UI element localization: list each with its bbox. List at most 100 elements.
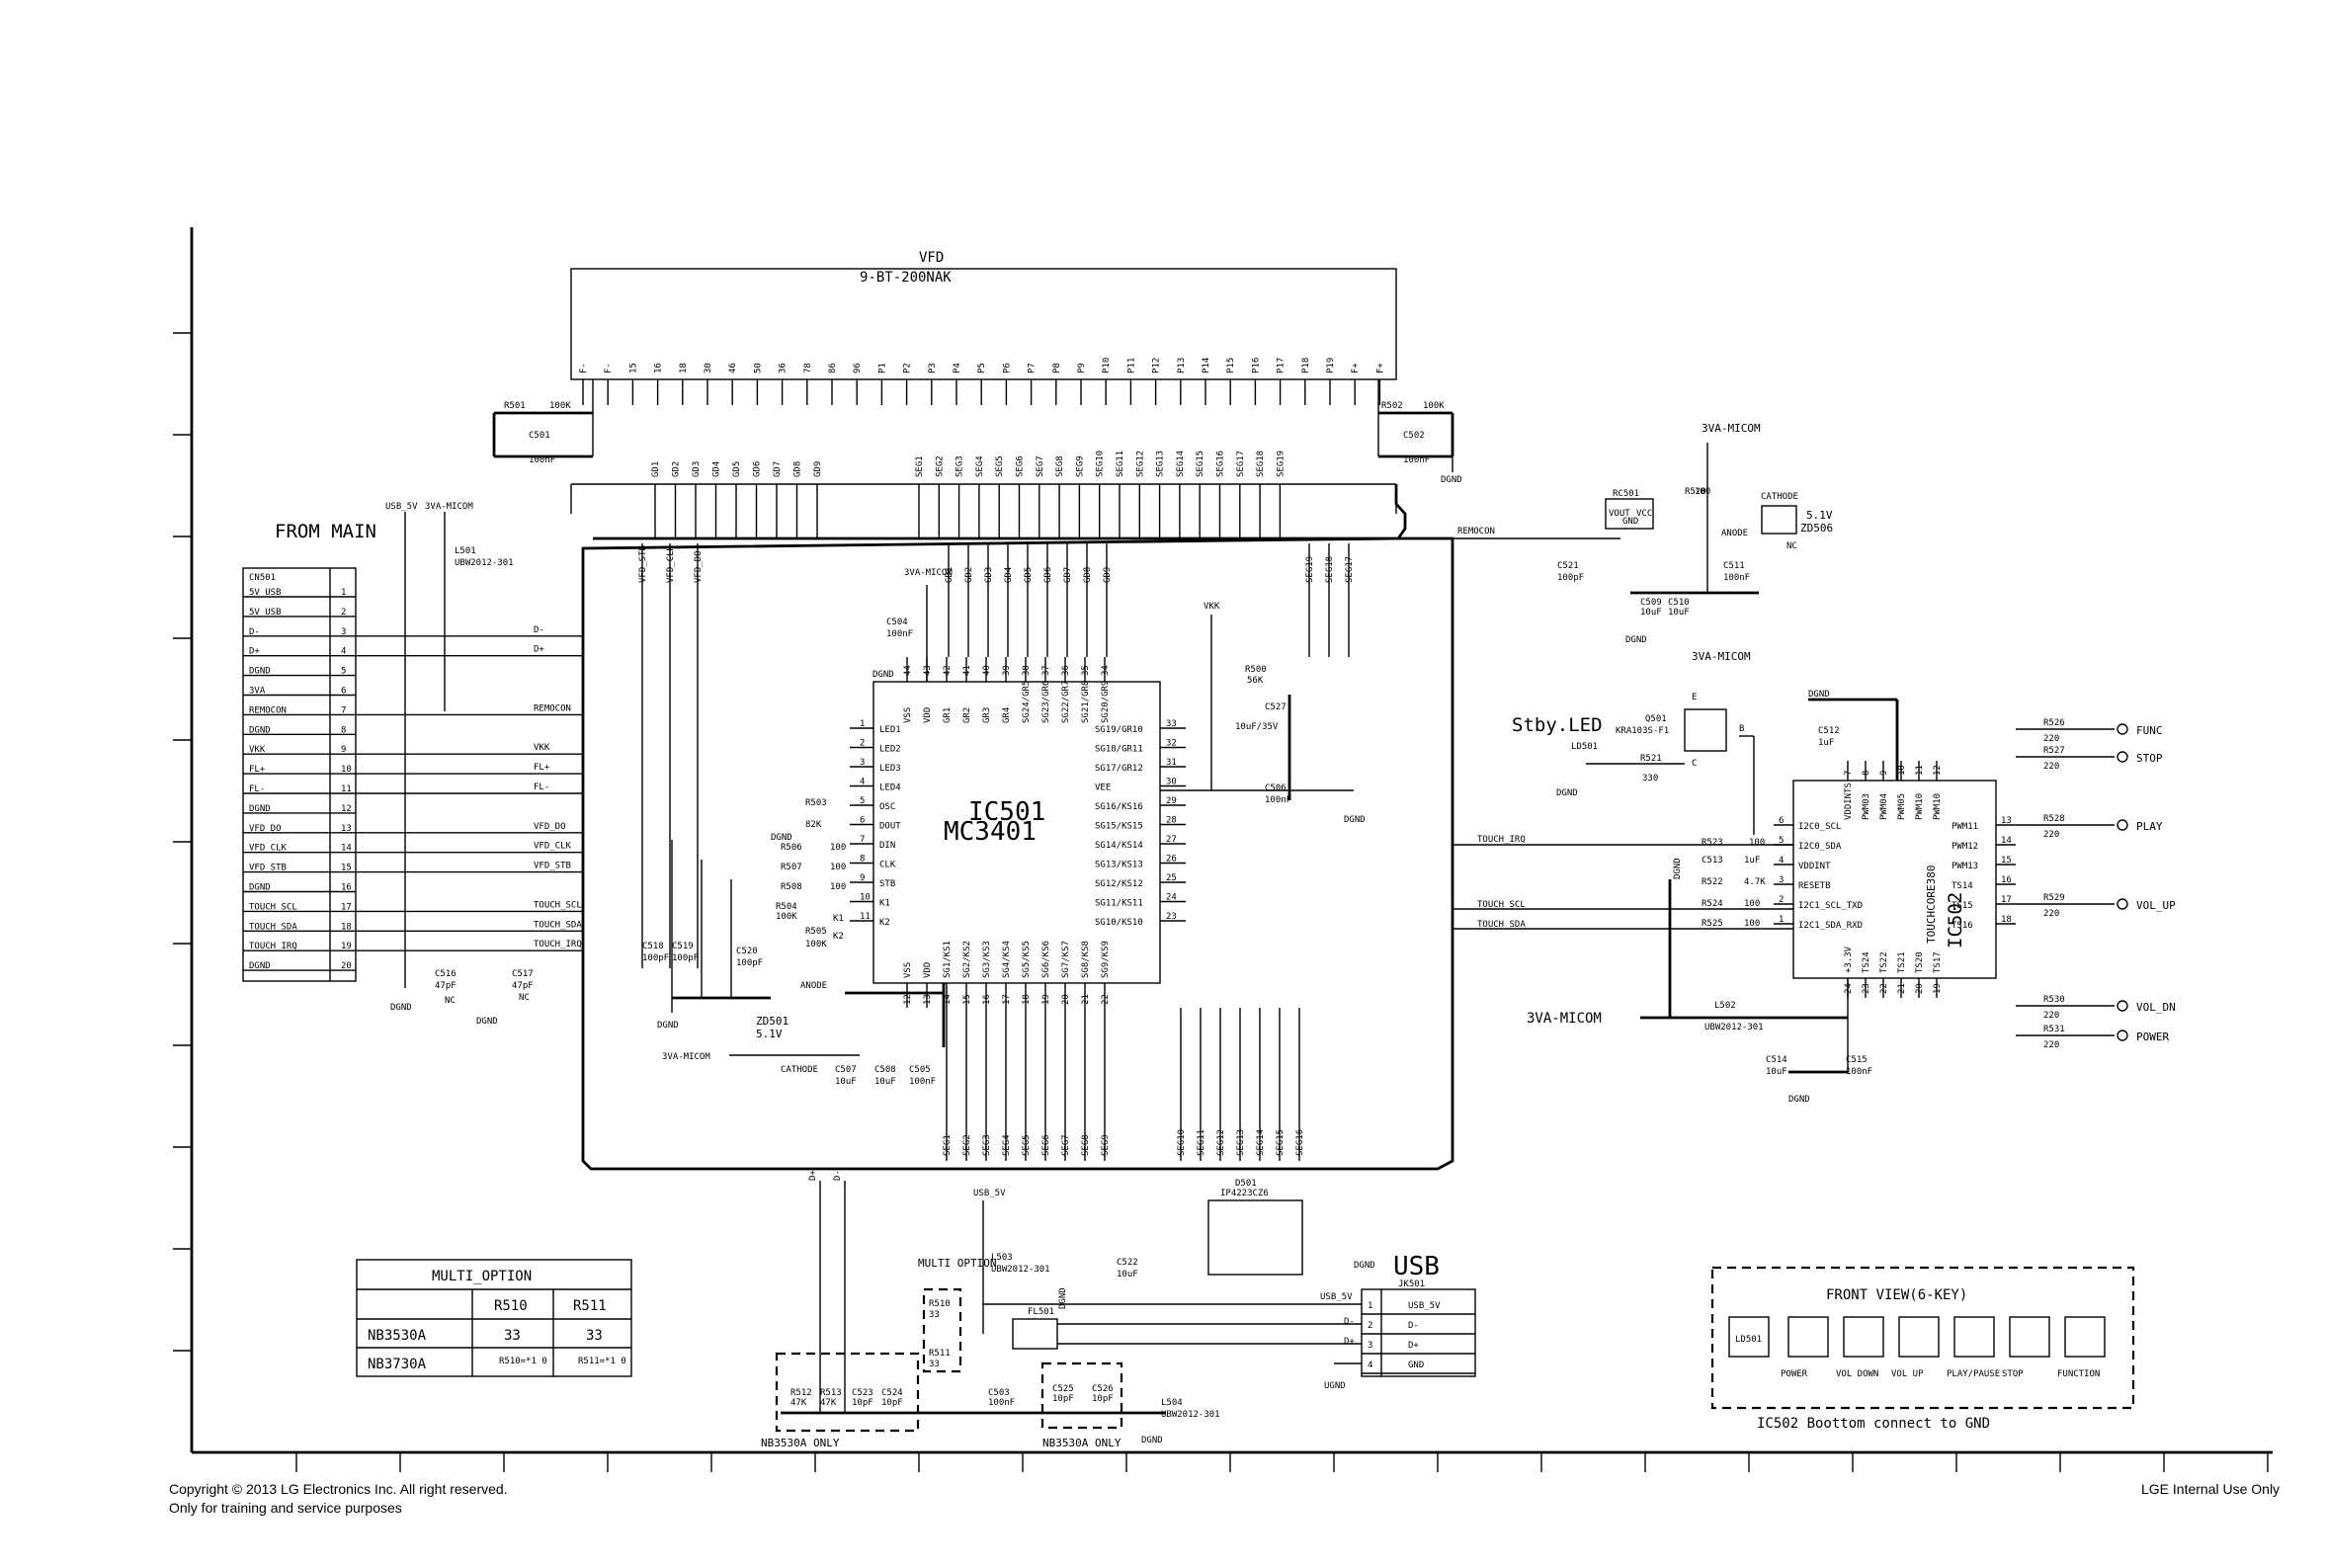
dgnd-label: DGND	[1556, 788, 1578, 798]
c512-ref: C512	[1818, 726, 1840, 736]
vfd-pin-label: P16	[1251, 358, 1261, 373]
vfd-pin-label: P2	[903, 363, 913, 373]
ic501-pin-name: K2	[879, 918, 890, 928]
dgnd-label: DGND	[1354, 1261, 1375, 1271]
cn501-net-label: VFD_DO	[534, 822, 566, 832]
r505-val: 100K	[805, 940, 827, 949]
ic501-pin-name: GR4	[1002, 707, 1012, 723]
frame-ticks	[173, 332, 2269, 1472]
k2-label: K2	[833, 932, 844, 942]
jk501-pin-name: GND	[1408, 1361, 1424, 1370]
ic501-pin-name: SG21/GR8	[1081, 681, 1091, 723]
ic501-pin-number: 6	[860, 816, 865, 826]
ic502-pin-name: VDDINTS	[1844, 783, 1854, 820]
c510-ref: C510	[1668, 598, 1690, 608]
ic501-pin-name: SG10/KS10	[1095, 918, 1143, 928]
vfd-pin-label: P11	[1126, 358, 1136, 373]
usb-dplus-label: D+	[1344, 1337, 1355, 1347]
key-resistor-value: 220	[2043, 1011, 2059, 1021]
ic501-pin-number: 30	[1166, 778, 1177, 787]
k1-label: K1	[833, 914, 844, 924]
zd506-val: 5.1V	[1806, 509, 1833, 522]
ic501-pin-name: K1	[879, 899, 890, 909]
c518-val: 100pF	[642, 953, 669, 963]
cn501-pin-name: FL+	[249, 765, 266, 775]
zd501-ref: ZD501	[756, 1015, 789, 1028]
ic501-pin-number: 26	[1166, 855, 1177, 865]
r508-ref: R508	[781, 882, 802, 892]
r507-val: 100	[830, 863, 846, 872]
cn501-pin-number: 13	[341, 824, 352, 834]
cn501-pin-number: 18	[341, 922, 352, 932]
cn501-net-label: FL-	[534, 783, 549, 792]
cn501-pin-number: 2	[341, 608, 346, 618]
ic502-pin-name: TS24	[1862, 951, 1871, 973]
c512-val: 1uF	[1818, 738, 1834, 748]
vfd-pin-label: P1	[877, 363, 887, 373]
cn501-net-label: VFD_CLK	[534, 842, 572, 852]
q501-pin-b: B	[1739, 724, 1744, 734]
r502-c502: R502 100K C502 100nF DGND	[1377, 379, 1462, 485]
multi-option-r510: R510=*1 0	[499, 1357, 547, 1366]
dgnd-label: DGND	[1441, 475, 1462, 485]
dgnd-label: DGND	[1788, 1095, 1810, 1105]
dgnd-label: DGND	[657, 1021, 679, 1031]
ic501-pin-name: GR2	[962, 707, 972, 723]
cn501-pin-number: 8	[341, 725, 346, 735]
r512-ref: R512	[790, 1388, 812, 1398]
vfd-pin-label: 30	[704, 363, 713, 373]
nb3530a-only-label: NB3530A ONLY	[761, 1437, 840, 1449]
usb-section: USB_5V L503 UBW2012-301 C522 10uF DGND F…	[761, 1170, 1476, 1449]
rc501-pin-3: VCC	[1636, 509, 1652, 519]
c519-val: 100pF	[672, 953, 699, 963]
cn501-net-label: VFD_STB	[534, 862, 571, 871]
micom-rail: 3VA-MICOM	[1527, 1011, 1602, 1027]
ic501-bottom-net: SEG4	[1002, 1134, 1012, 1156]
ic501-top-net: VFD_DO	[694, 550, 704, 583]
ic501-pin-name: SG16/KS16	[1095, 802, 1143, 812]
jk501-pin-name: D-	[1408, 1321, 1419, 1331]
c501-ref: C501	[529, 431, 550, 441]
ic501-pin-number: 18	[1022, 994, 1032, 1005]
ic501-pin-name: SG18/GR11	[1095, 745, 1143, 755]
ic501-pin-name: SG5/KS5	[1022, 941, 1032, 978]
ic501-pin-number: 9	[860, 873, 865, 883]
ic502-pin-number: 10	[1897, 765, 1907, 776]
ic501-pin-name: SG19/GR10	[1095, 725, 1143, 735]
ic501: IC501 MC3401 LED11LED22LED33LED44OSC5DOU…	[638, 543, 1355, 1161]
ic502-pin-number: 2	[1779, 895, 1784, 905]
ic501-pin-number: 37	[1041, 665, 1051, 676]
multi-option-r511: R511=*1 0	[578, 1357, 626, 1366]
vfd-pin-label: P17	[1277, 358, 1287, 373]
usb-dplus-label: D+	[808, 1170, 818, 1181]
ic501-pin-number: 33	[1166, 719, 1177, 729]
vfd-part: 9-BT-200NAK	[860, 270, 952, 286]
vfd-pin-label: P13	[1177, 358, 1187, 373]
ic501-pin-number: 17	[1002, 994, 1012, 1005]
vfd-pin-label: P6	[1002, 363, 1012, 373]
ic501-pin-number: 21	[1081, 994, 1091, 1005]
zd506-nc: NC	[1786, 541, 1797, 551]
c518-ref: C518	[642, 942, 664, 951]
c506-val: 100nF	[1265, 795, 1291, 805]
front-key-box	[1843, 1316, 1884, 1358]
r510-val: 33	[929, 1310, 940, 1320]
l503-val: UBW2012-301	[991, 1265, 1050, 1275]
r500-ref: R500	[1245, 665, 1267, 675]
r523-val: 100	[1749, 838, 1765, 848]
ic501-pin-number: 40	[982, 665, 992, 676]
ic502-pin-name: PWM05	[1897, 793, 1907, 820]
micom-rail: 3VA-MICOM	[1692, 650, 1751, 663]
ic502-pin-number: 12	[1933, 765, 1943, 776]
r524-val: 100	[1744, 899, 1760, 909]
rc501-ref: RC501	[1613, 489, 1639, 499]
c521-val: 100pF	[1557, 573, 1584, 583]
key-label: VOL_UP	[2136, 899, 2176, 912]
c526-ref: C526	[1092, 1384, 1114, 1394]
ic501-pin-name: SG7/KS7	[1061, 941, 1071, 978]
ic501-top-net: GD5	[1024, 567, 1034, 583]
dgnd-label: DGND	[1808, 690, 1830, 700]
